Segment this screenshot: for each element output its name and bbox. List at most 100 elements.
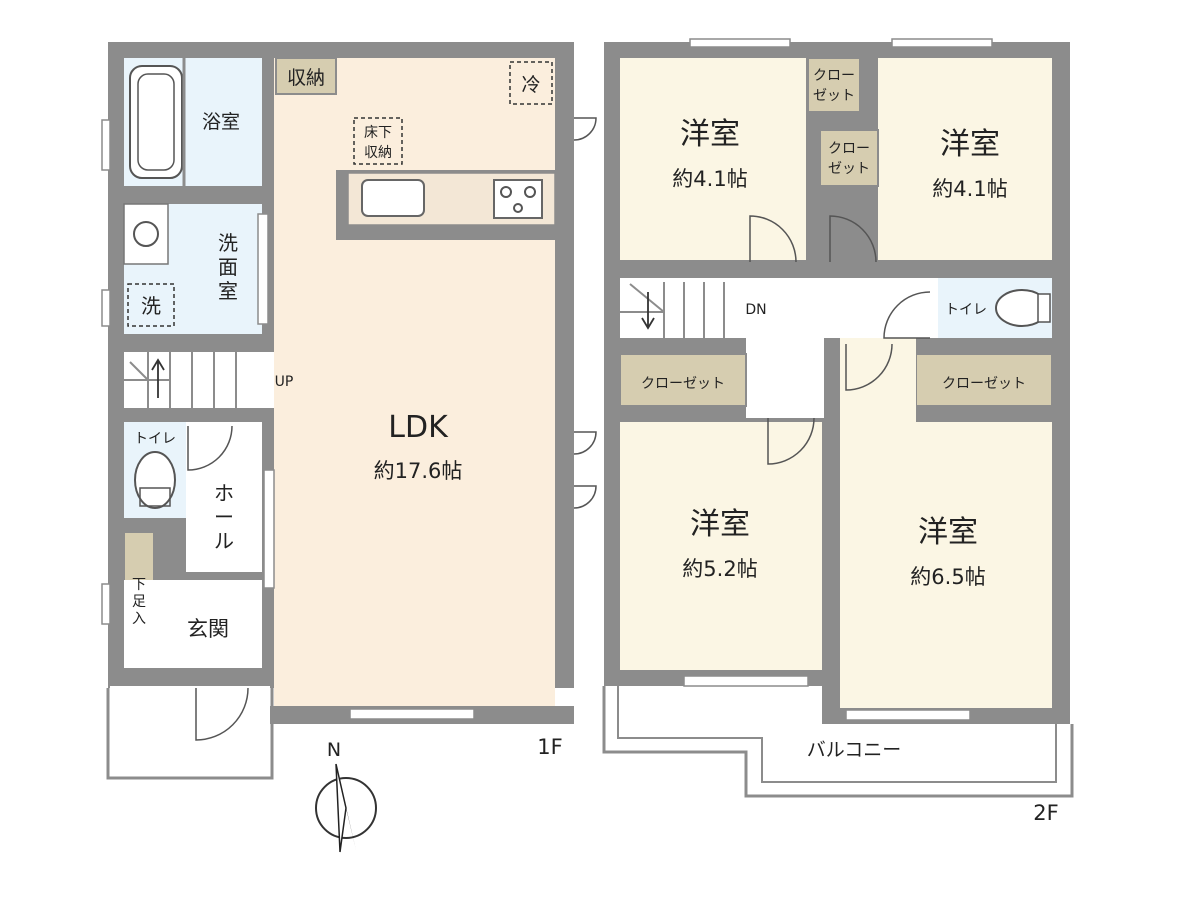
wall-strip-3 (124, 408, 274, 422)
entrance-door-swing (195, 687, 249, 741)
room-ne-window (891, 38, 993, 48)
ldk-name-label: LDK (388, 410, 449, 445)
closet-sw (619, 353, 747, 407)
room-nw-name: 洋室 (680, 117, 740, 152)
room-se-name: 洋室 (918, 515, 978, 550)
burner-3 (513, 203, 523, 213)
ldk-bottom-window (349, 708, 475, 720)
room-ne-size: 約4.1帖 (932, 177, 1007, 201)
room-se (840, 422, 1052, 708)
floor-2: 洋室 約4.1帖 洋室 約4.1帖 クロー ゼット クロー ゼット DN トイレ… (602, 38, 1074, 825)
floor2-label: 2F (1033, 801, 1058, 825)
closet-se (915, 353, 1053, 407)
wall-strip-1 (124, 188, 274, 204)
ldk-door-3 (573, 485, 597, 509)
closet-top-b-label-1: クロー (828, 141, 870, 157)
stairs-up-label: UP (275, 374, 294, 390)
compass: N (315, 739, 377, 853)
washroom-label-3: 室 (218, 279, 238, 303)
room-se-window (845, 709, 971, 721)
stairs-down-arrow (641, 292, 655, 330)
room-sw-door (767, 417, 815, 465)
fridge-space (509, 61, 553, 105)
washer-label: 洗 (141, 294, 161, 318)
wall-strip-5 (154, 572, 262, 580)
porch-outline (106, 688, 274, 780)
kitchen-sink (361, 179, 425, 217)
balcony-outline (602, 686, 1074, 798)
balcony-inner (617, 686, 1057, 783)
entrance-label: 玄関 (187, 617, 229, 641)
closet-top-a-label-1: クロー (813, 68, 855, 84)
hall-sliding-door (263, 469, 275, 589)
burner-2 (524, 186, 536, 198)
floor1-label: 1F (537, 735, 562, 759)
stairs-1f-treads (124, 352, 237, 408)
room-ne-name: 洋室 (940, 127, 1000, 162)
ldk-door-2 (573, 431, 597, 455)
closet-se-label: クローゼット (942, 376, 1026, 392)
closet-top-b-label-2: ゼット (828, 161, 870, 177)
toilet-bowl (134, 451, 176, 509)
stairs-down-label: DN (745, 302, 766, 318)
porch-step (110, 686, 270, 776)
hall-label-1: ホ (214, 481, 234, 505)
underfloor-label-1: 床下 (364, 125, 392, 141)
toilet-2f-label: トイレ (945, 302, 987, 318)
room-nw-size: 約4.1帖 (672, 167, 747, 191)
washroom-window (101, 289, 111, 327)
compass-ring (315, 777, 377, 839)
room-ne-door (829, 215, 877, 263)
washroom-sliding-door (257, 213, 269, 325)
storage-closet (275, 57, 337, 95)
hall-label-3: ル (214, 529, 234, 553)
toilet-door-swing (187, 425, 233, 471)
fridge-label: 冷 (521, 74, 540, 96)
stairs-2f-treads (620, 282, 725, 338)
room-ne (878, 58, 1052, 260)
toilet-2f-door (883, 291, 931, 339)
vanity (123, 203, 169, 265)
compass-needle-tail-icon (335, 763, 347, 853)
toilet-2f-tank (1037, 293, 1051, 323)
ldk-room (274, 58, 555, 708)
washroom-label-2: 面 (218, 255, 238, 279)
room-se-size: 約6.5帖 (910, 565, 985, 589)
hallway-link (746, 338, 824, 418)
bath-label: 浴室 (202, 111, 240, 133)
room-nw (620, 58, 806, 260)
shoebox-label-1: 下 (132, 577, 146, 593)
washer-space (127, 283, 175, 327)
closet-sw-label: クローゼット (641, 376, 725, 392)
closet-top-a-label-2: ゼット (813, 88, 855, 104)
wall-strip-2 (124, 334, 274, 352)
underfloor-storage (353, 117, 403, 165)
room-sw-name: 洋室 (690, 507, 750, 542)
room-se-upper (840, 338, 916, 422)
hall-label-2: ー (214, 505, 234, 529)
toilet-seat (139, 487, 171, 507)
bath-window (101, 119, 111, 171)
washroom-label-1: 洗 (218, 231, 238, 255)
room-nw-window (689, 38, 791, 48)
vanity-basin (133, 221, 159, 247)
room-sw-window (683, 675, 809, 687)
hall (186, 422, 262, 572)
room-sw-size: 約5.2帖 (682, 557, 757, 581)
closet-top-b (819, 129, 879, 187)
shoebox-label-2: 足 (132, 594, 146, 610)
room-nw-door (749, 215, 797, 263)
storage-label: 収納 (287, 67, 325, 89)
underfloor-label-2: 収納 (364, 145, 392, 161)
bathtub-inner (137, 73, 175, 171)
balcony-label: バルコニー (807, 739, 902, 761)
bathtub (129, 65, 183, 179)
burner-1 (500, 186, 512, 198)
room-sw (620, 422, 822, 670)
stairs-2f (620, 278, 740, 338)
wall-strip-4 (124, 518, 186, 532)
entrance (124, 580, 262, 668)
toilet-1f-label: トイレ (134, 431, 176, 447)
shoebox-label-3: 入 (132, 611, 146, 627)
